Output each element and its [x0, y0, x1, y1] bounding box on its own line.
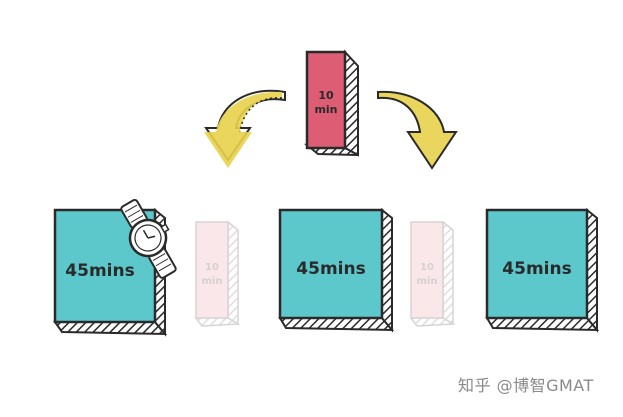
- faded-block-2-label-line2: min: [417, 276, 438, 287]
- block-label-1: 45mins: [65, 261, 134, 281]
- block-label-2: 45mins: [296, 259, 365, 279]
- arrow-right-curved-icon: [377, 90, 458, 170]
- top-block-label-line2: min: [314, 103, 337, 116]
- block-45mins-3: 45mins: [485, 207, 600, 333]
- block-45mins-2: 45mins: [278, 207, 395, 333]
- arrow-left-curved-icon: [204, 89, 286, 168]
- faded-10-min-block-1: 10 min: [194, 220, 241, 327]
- top-block-label-line1: 10: [318, 89, 334, 102]
- block-label-3: 45mins: [502, 259, 571, 279]
- watermark-text: 知乎 @博智GMAT: [458, 376, 594, 395]
- faded-10-min-block-2: 10 min: [409, 220, 456, 327]
- faded-block-1-label-line1: 10: [205, 262, 219, 273]
- faded-block-2-label-line1: 10: [420, 262, 434, 273]
- top-10-min-block: 10 min: [303, 49, 359, 157]
- faded-block-1-label-line2: min: [202, 276, 223, 287]
- wristwatch-icon: [120, 198, 177, 279]
